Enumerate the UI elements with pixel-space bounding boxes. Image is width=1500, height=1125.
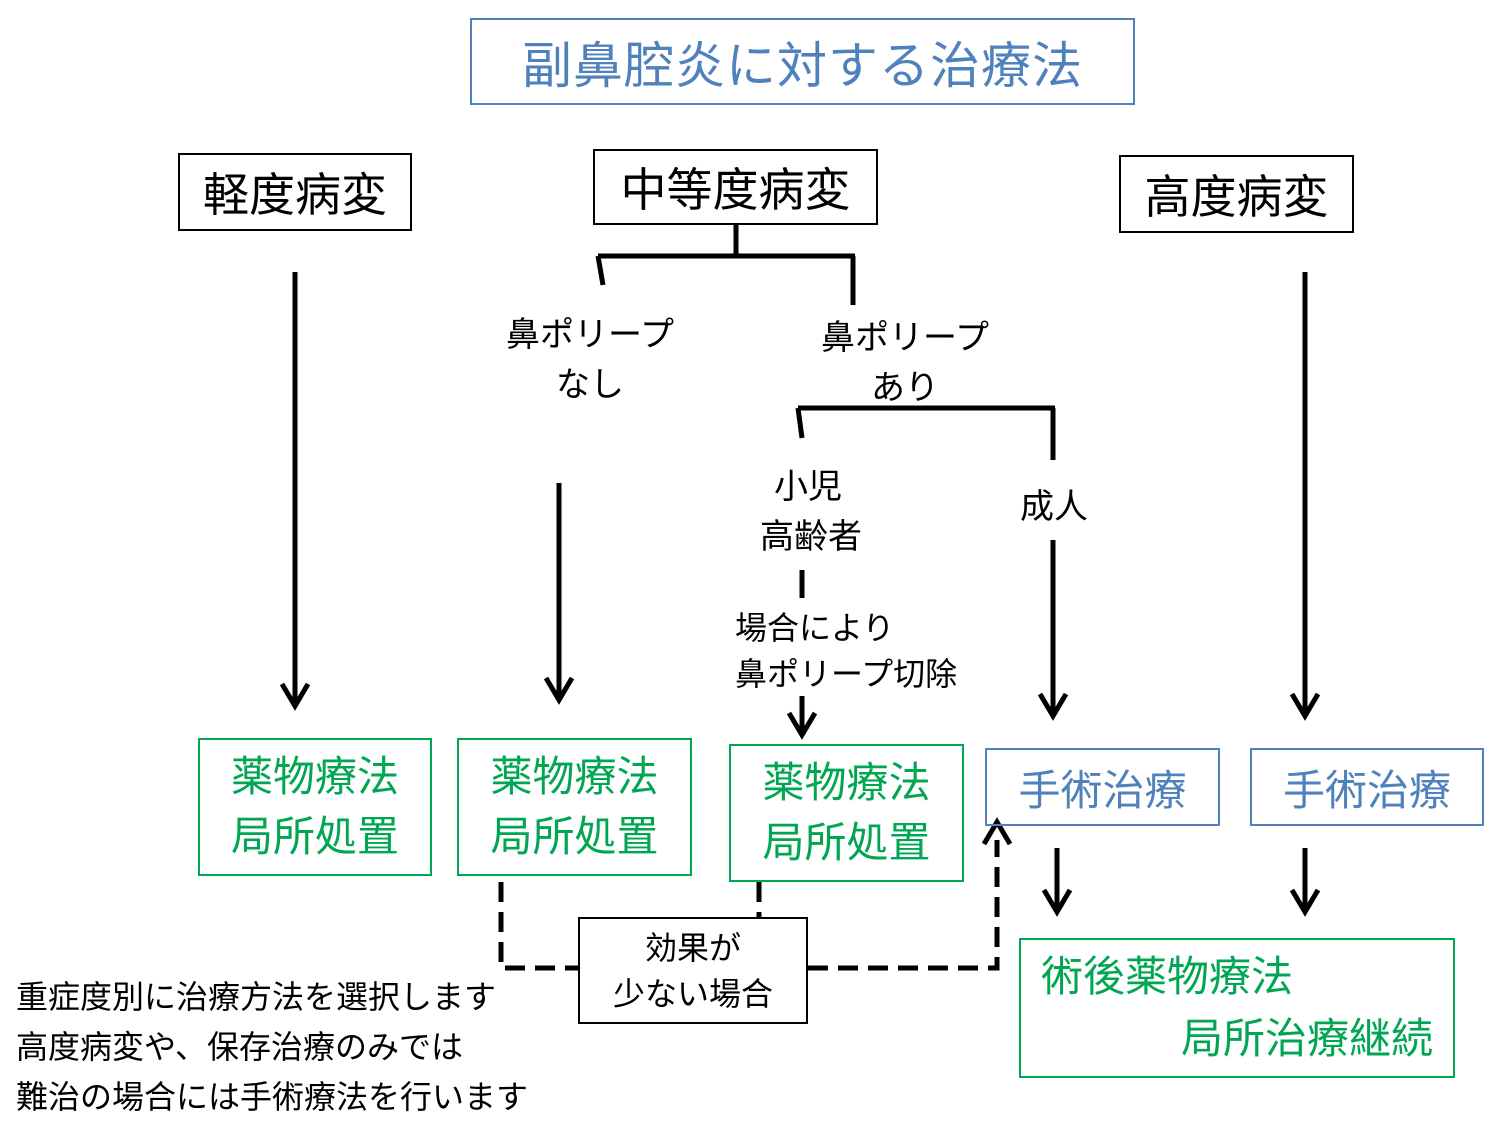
treatment-medical-no-polyp-line1: 薬物療法 xyxy=(490,752,659,801)
dashed-medical2-effect xyxy=(498,882,578,971)
arrowhead-adult xyxy=(1037,692,1069,721)
treatment-surgery-adult: 手術治療 xyxy=(985,748,1220,826)
arrowhead-surgery1-postop xyxy=(1041,888,1073,917)
label-conditional: 場合により 鼻ポリープ切除 xyxy=(735,605,995,697)
severity-mild-box: 軽度病変 xyxy=(178,153,412,231)
treatment-post-op: 術後薬物療法 局所治療継続 xyxy=(1019,938,1455,1078)
explanatory-note: 重症度別に治療方法を選択します 高度病変や、保存治療のみでは 難治の場合には手術… xyxy=(16,972,528,1122)
label-no-polyp-line1: 鼻ポリープ xyxy=(506,315,674,355)
treatment-medical-mild-line1: 薬物療法 xyxy=(230,752,399,801)
arrowhead-surgery2-postop xyxy=(1289,888,1321,917)
label-adult: 成人 xyxy=(1020,487,1088,527)
label-polyp-line1: 鼻ポリープ xyxy=(821,318,989,358)
note-line1: 重症度別に治療方法を選択します xyxy=(16,978,497,1016)
note-line2: 高度病変や、保存治療のみでは xyxy=(16,1028,464,1066)
treatment-medical-child: 薬物療法 局所処置 xyxy=(729,744,964,882)
arrowhead-severe xyxy=(1289,692,1321,721)
label-polyp: 鼻ポリープ あり xyxy=(795,313,1015,413)
severity-moderate-box: 中等度病変 xyxy=(593,149,878,225)
label-conditional-line2: 鼻ポリープ切除 xyxy=(735,655,958,693)
treatment-medical-child-line1: 薬物療法 xyxy=(762,758,931,807)
severity-severe-box: 高度病変 xyxy=(1119,155,1354,233)
effect-insufficient-box: 効果が 少ない場合 xyxy=(578,917,808,1024)
arrowhead-child xyxy=(786,711,818,740)
treatment-medical-no-polyp: 薬物療法 局所処置 xyxy=(457,738,692,876)
fork-left xyxy=(595,255,606,286)
label-polyp-line2: あり xyxy=(871,368,939,408)
arrowhead-no-polyp xyxy=(543,676,575,705)
diagram-title: 副鼻腔炎に対する治療法 xyxy=(470,18,1135,105)
label-elderly: 高齢者 xyxy=(760,517,862,557)
note-line3: 難治の場合には手術療法を行います xyxy=(16,1078,529,1116)
treatment-post-op-line1: 術後薬物療法 xyxy=(1041,952,1294,1001)
treatment-surgery-severe: 手術治療 xyxy=(1250,748,1484,826)
treatment-medical-child-line2: 局所処置 xyxy=(762,818,931,867)
treatment-post-op-line2: 局所治療継続 xyxy=(1180,1014,1433,1063)
label-no-polyp: 鼻ポリープ なし xyxy=(480,310,700,410)
arrowhead-dashed-surgery xyxy=(981,817,1013,846)
treatment-medical-mild: 薬物療法 局所処置 xyxy=(198,738,432,876)
effect-line1: 効果が xyxy=(644,928,741,967)
label-child: 小児 xyxy=(774,467,842,507)
label-conditional-line1: 場合により xyxy=(735,609,895,647)
treatment-medical-mild-line2: 局所処置 xyxy=(230,812,399,861)
dashed-effect-surgery xyxy=(808,840,1000,971)
effect-line2: 少ない場合 xyxy=(612,974,773,1013)
treatment-medical-no-polyp-line2: 局所処置 xyxy=(490,812,659,861)
arrowhead-mild xyxy=(279,682,311,711)
polyp-fork-left xyxy=(795,407,805,439)
label-no-polyp-line2: なし xyxy=(556,365,624,405)
label-child-elderly: 小児 高齢者 xyxy=(760,462,920,562)
